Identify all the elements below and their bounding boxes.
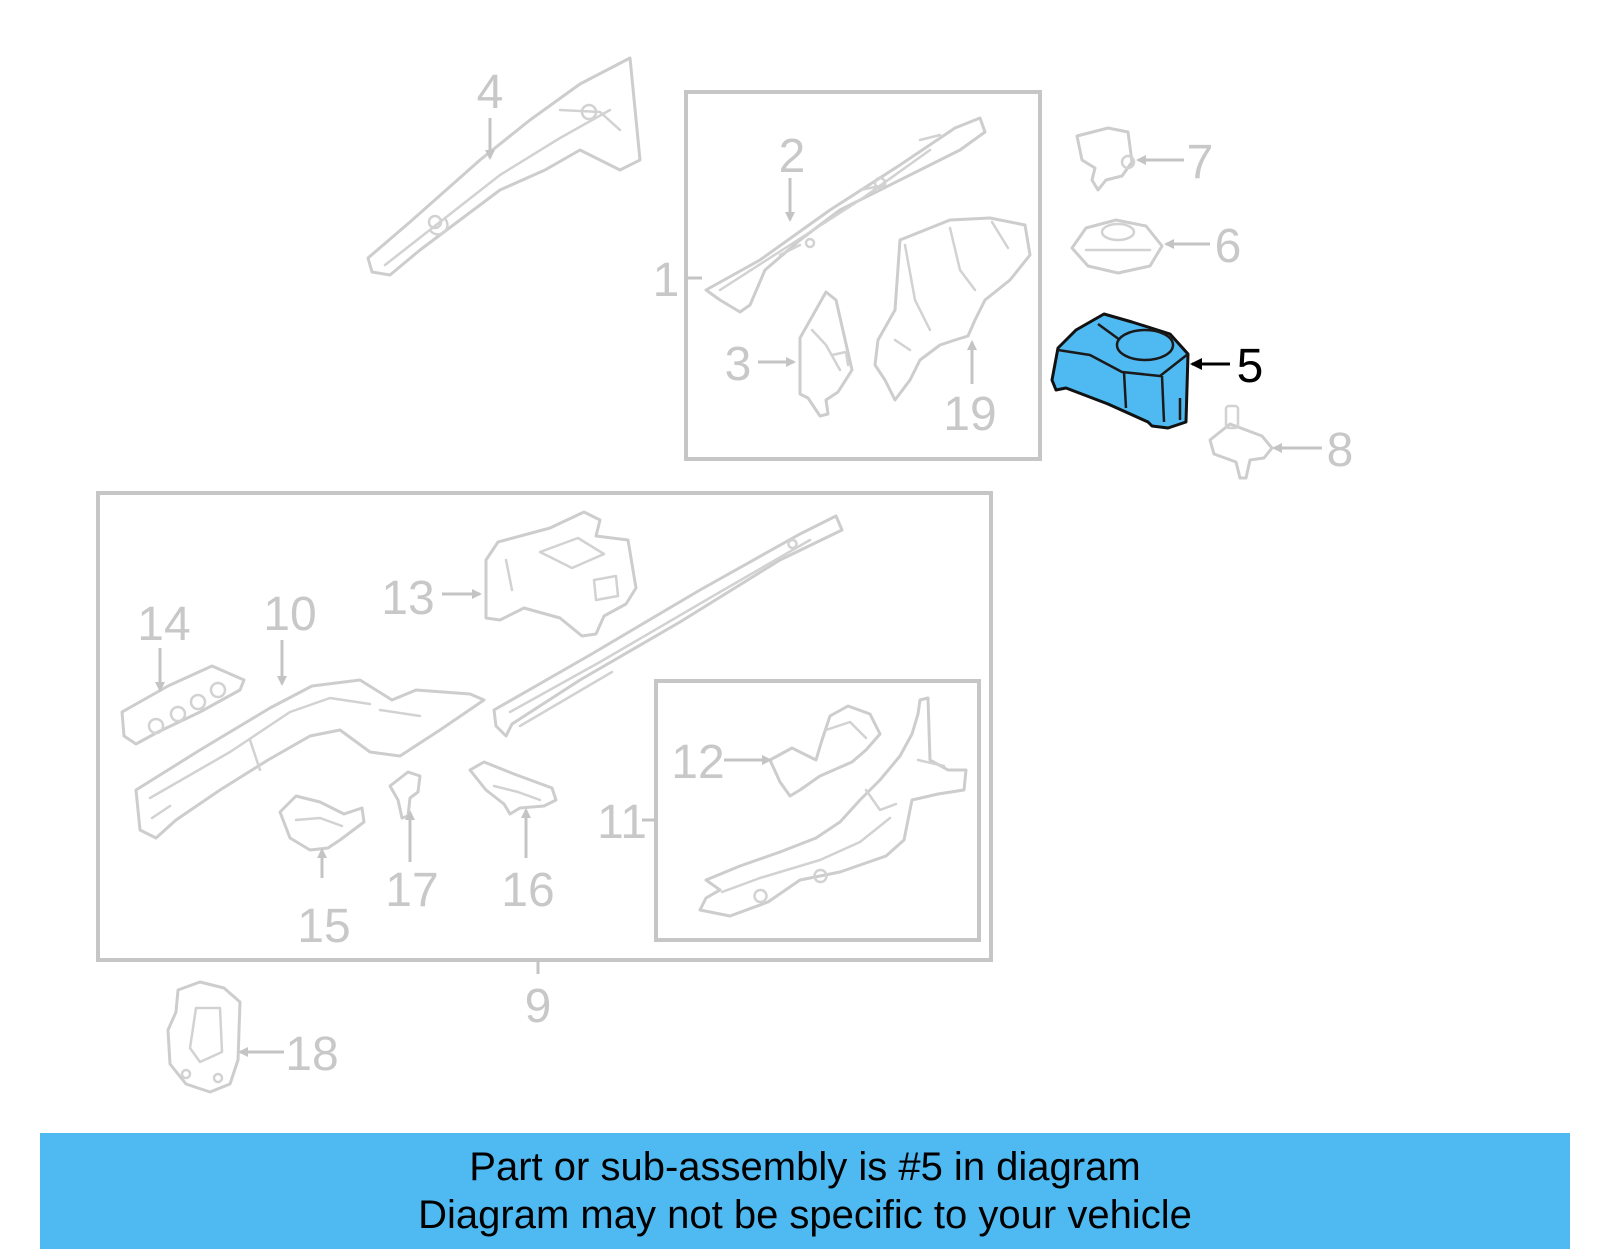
part-13-bracket[interactable] (484, 510, 638, 638)
part-12-bracket[interactable] (768, 704, 882, 798)
group-box-9 (96, 491, 993, 962)
callout-14: 14 (137, 598, 190, 651)
callout-2: 2 (779, 130, 806, 183)
part-3-bracket[interactable] (798, 290, 854, 418)
part-8-stud[interactable] (1208, 404, 1274, 480)
callout-10: 10 (263, 588, 316, 641)
callout-3: 3 (725, 338, 752, 391)
part-10-frame[interactable] (134, 678, 486, 840)
callout-18: 18 (285, 1028, 338, 1081)
callout-13: 13 (381, 572, 434, 625)
part-7-bracket[interactable] (1075, 126, 1136, 192)
group-box-11 (654, 679, 981, 942)
callout-17: 17 (385, 864, 438, 917)
banner-line-2: Diagram may not be specific to your vehi… (418, 1193, 1192, 1237)
part-14-bar[interactable] (120, 664, 246, 746)
callout-9: 9 (525, 980, 552, 1033)
callout-12: 12 (671, 736, 724, 789)
part-11-floor[interactable] (698, 696, 968, 918)
part-9-long-rail[interactable] (492, 514, 844, 738)
part-16-bracket[interactable] (468, 760, 558, 816)
callout-6: 6 (1215, 220, 1242, 273)
part-2-rail[interactable] (704, 116, 987, 314)
callout-1: 1 (653, 254, 680, 307)
callout-7: 7 (1187, 136, 1214, 189)
info-banner: Part or sub-assembly is #5 in diagram Di… (40, 1133, 1570, 1249)
callout-11: 11 (597, 796, 647, 849)
part-19-wheelhouse[interactable] (873, 216, 1032, 402)
callout-15: 15 (297, 900, 350, 953)
banner-line-1: Part or sub-assembly is #5 in diagram (469, 1145, 1141, 1189)
part-17-clip[interactable] (388, 770, 422, 820)
callout-19: 19 (943, 388, 996, 441)
part-15-bracket[interactable] (278, 794, 366, 852)
part-6-mount[interactable] (1070, 218, 1164, 275)
part-18-plate[interactable] (166, 980, 242, 1094)
callout-8: 8 (1327, 424, 1354, 477)
part-4-pillar[interactable] (366, 56, 642, 277)
part-5-highlighted[interactable] (1050, 312, 1190, 430)
callout-4: 4 (477, 66, 504, 119)
group-box-1 (684, 90, 1042, 461)
callout-16: 16 (501, 864, 554, 917)
callout-5: 5 (1237, 340, 1264, 393)
